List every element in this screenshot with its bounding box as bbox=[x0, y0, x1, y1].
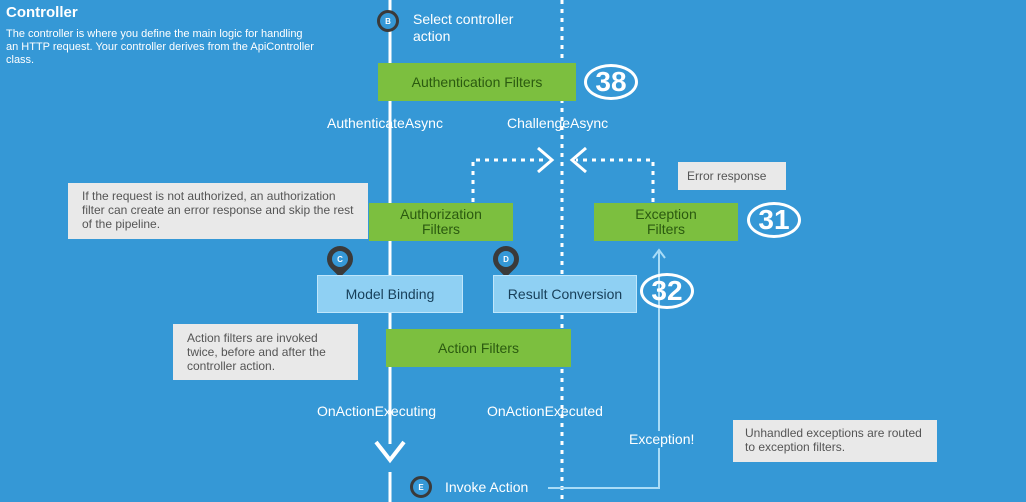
action-filters-box: Action Filters bbox=[386, 329, 571, 367]
exception-badge: 31 bbox=[747, 202, 801, 238]
error-response-note: Error response bbox=[678, 162, 786, 190]
authenticate-async-label: AuthenticateAsync bbox=[327, 115, 443, 131]
step-c-letter: C bbox=[332, 251, 348, 267]
exception-path-line bbox=[548, 252, 660, 489]
step-e-marker: E bbox=[410, 476, 432, 498]
step-d-letter: D bbox=[498, 251, 514, 267]
authorization-line2: Filters bbox=[421, 221, 461, 237]
authentication-badge: 38 bbox=[584, 64, 638, 100]
challenge-async-label: ChallengeAsync bbox=[507, 115, 609, 131]
select-action-label: Select controller action bbox=[413, 11, 513, 45]
exception-line2: Filters bbox=[646, 221, 686, 237]
result-badge: 32 bbox=[640, 273, 694, 309]
select-action-line1: Select controller bbox=[413, 11, 514, 27]
model-binding-box: Model Binding bbox=[317, 275, 463, 313]
exception-filters-box: Exception Filters bbox=[594, 203, 738, 241]
result-conversion-box: Result Conversion bbox=[493, 275, 637, 313]
invoke-action-label: Invoke Action bbox=[445, 479, 529, 495]
section-title: Controller bbox=[6, 4, 78, 21]
left-arrow-icon bbox=[569, 146, 587, 174]
action-filters-note: Action filters are invoked twice, before… bbox=[173, 324, 358, 380]
exception-line1: Exception bbox=[635, 206, 697, 222]
down-arrow-icon bbox=[374, 440, 406, 464]
exception-error-path bbox=[576, 158, 655, 202]
exception-label: Exception! bbox=[629, 431, 695, 448]
authorization-note: If the request is not authorized, an aut… bbox=[68, 183, 368, 239]
step-b-marker: B bbox=[377, 10, 399, 32]
authentication-filters-box: Authentication Filters bbox=[378, 63, 576, 101]
right-arrow-icon bbox=[537, 146, 555, 174]
on-action-executed-label: OnActionExecuted bbox=[487, 403, 603, 419]
authorization-filters-box: Authorization Filters bbox=[369, 203, 513, 241]
select-action-line2: action bbox=[413, 28, 451, 44]
on-action-executing-label: OnActionExecuting bbox=[317, 403, 437, 419]
authorization-line1: Authorization bbox=[400, 206, 482, 222]
up-arrow-icon bbox=[652, 248, 666, 259]
unhandled-exceptions-note: Unhandled exceptions are routed to excep… bbox=[733, 420, 937, 462]
authorization-error-path bbox=[471, 158, 548, 202]
section-description: The controller is where you define the m… bbox=[6, 28, 314, 66]
